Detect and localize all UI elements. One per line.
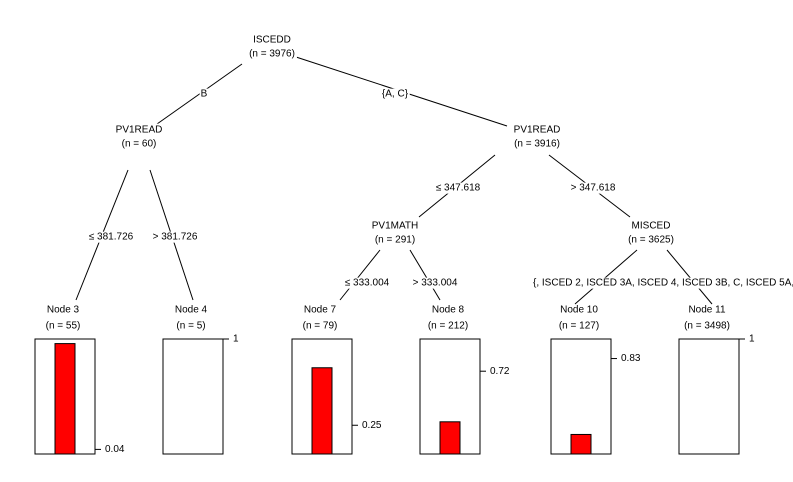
- node-count: (n = 291): [375, 235, 415, 246]
- terminal-node-4: Node 4 (n = 5) 1: [162, 305, 239, 455]
- edge-6-7: [339, 249, 381, 301]
- terminal-node-11: Node 11 (n = 3498) 1: [678, 305, 755, 455]
- edge-9-10: [574, 249, 638, 305]
- edge-9-11: [666, 249, 713, 305]
- inner-node-2: PV1READ (n = 60): [113, 123, 165, 151]
- terminal-node-title: Node 10: [560, 305, 598, 316]
- edge-label-background: [569, 182, 617, 194]
- inner-node-5: PV1READ (n = 3916): [511, 123, 563, 151]
- y-axis-tick-label: 0.04: [105, 444, 125, 455]
- terminal-node-count: (n = 79): [303, 321, 338, 332]
- terminal-node-title: Node 3: [47, 305, 80, 316]
- terminal-node-7: Node 7 (n = 79) 0.25: [291, 305, 382, 455]
- terminal-node-10: Node 10 (n = 127) 0.83: [550, 305, 641, 455]
- edge-label-background: [411, 277, 459, 289]
- node-variable: PV1READ: [116, 125, 163, 136]
- terminal-node-count: (n = 127): [559, 321, 599, 332]
- terminal-node-count: (n = 5): [176, 321, 205, 332]
- y-axis-tick-label: 0.72: [490, 366, 510, 377]
- edge-label-background: [151, 231, 199, 243]
- barplot-panel: [162, 338, 224, 455]
- edge-label-2-4: > 381.726: [153, 232, 198, 243]
- y-axis-tick-label: 0.83: [621, 353, 641, 364]
- bar: [311, 367, 333, 455]
- node-variable: MISCED: [632, 221, 671, 232]
- terminal-node-8: Node 8 (n = 212) 0.72: [419, 305, 510, 455]
- edge-label-9-10: {, ISCED 2, ISCED 3A, ISCED 4, ISCED 3B,…: [533, 278, 793, 289]
- edge-label-background: [343, 277, 391, 289]
- node-count: (n = 3916): [514, 139, 560, 150]
- edge-label-6-7: ≤ 333.004: [345, 278, 390, 289]
- labels-layer: B {A, C} ≤ 381.726 > 381.726 ≤ 347.618 > 347.…: [87, 33, 793, 289]
- terminal-node-title: Node 8: [432, 305, 465, 316]
- terminal-node-count: (n = 3498): [684, 321, 730, 332]
- y-axis-tick-label: 1: [233, 334, 239, 345]
- inner-node-6: PV1MATH (n = 291): [369, 219, 421, 247]
- edge-1-2: [156, 63, 243, 125]
- terminals-layer: Node 3 (n = 55) 0.04 Node 4 (n = 5) 1 Node 7 (n…: [34, 305, 755, 455]
- edge-label-2-3: ≤ 381.726: [89, 232, 134, 243]
- edge-label-5-9: > 347.618: [571, 183, 616, 194]
- node-count: (n = 60): [122, 139, 157, 150]
- edge-6-8: [409, 249, 441, 301]
- y-axis-tick-label: 0.25: [362, 420, 382, 431]
- inner-node-1: ISCEDD (n = 3976): [247, 33, 297, 61]
- bar: [570, 433, 592, 455]
- node-background: [511, 123, 563, 151]
- node-variable: ISCEDD: [253, 35, 291, 46]
- node-variable: PV1READ: [514, 125, 561, 136]
- node-variable: PV1MATH: [372, 221, 419, 232]
- terminal-node-count: (n = 55): [46, 321, 81, 332]
- edge-label-background: [434, 182, 482, 194]
- terminal-node-title: Node 4: [175, 305, 208, 316]
- bar: [439, 421, 461, 455]
- terminal-node-title: Node 7: [304, 305, 337, 316]
- node-count: (n = 3625): [628, 235, 674, 246]
- edge-label-1-5: {A, C}: [382, 89, 409, 100]
- inner-node-9: MISCED (n = 3625): [626, 219, 676, 247]
- edge-label-background: [532, 277, 793, 289]
- edge-label-background: [199, 88, 209, 100]
- edge-label-6-8: > 333.004: [413, 278, 458, 289]
- terminal-node-count: (n = 212): [428, 321, 468, 332]
- edge-label-background: [380, 88, 410, 100]
- edge-label-background: [87, 231, 135, 243]
- barplot-panel: [678, 338, 740, 455]
- node-background: [113, 123, 165, 151]
- y-axis-tick-label: 1: [749, 334, 755, 345]
- bar: [54, 343, 76, 455]
- node-background: [369, 219, 421, 247]
- node-count: (n = 3976): [249, 49, 295, 60]
- node-background: [626, 219, 676, 247]
- terminal-node-title: Node 11: [688, 305, 726, 316]
- edge-label-1-2: B: [201, 89, 208, 100]
- terminal-node-3: Node 3 (n = 55) 0.04: [34, 305, 125, 455]
- node-background: [247, 33, 297, 61]
- edge-label-5-6: ≤ 347.618: [436, 183, 481, 194]
